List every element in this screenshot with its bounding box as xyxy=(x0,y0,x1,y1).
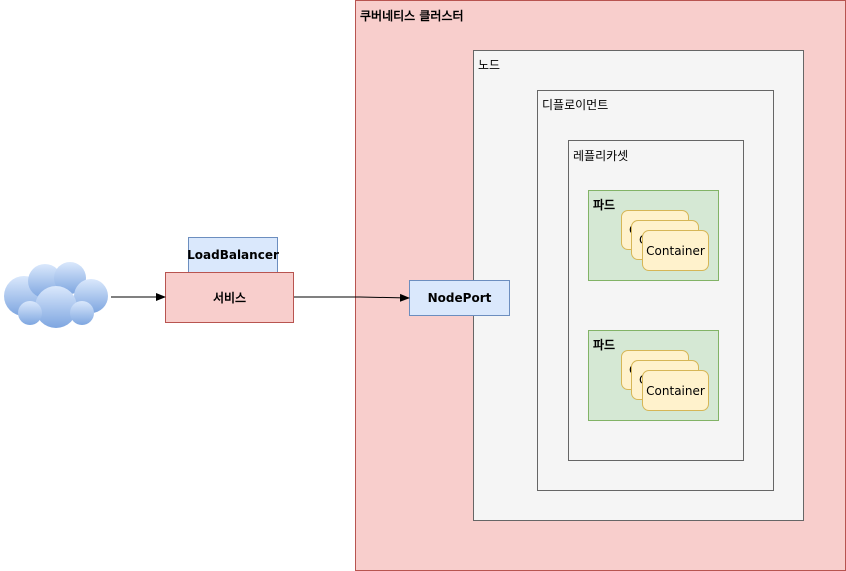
container-box: Container xyxy=(642,370,709,411)
node-label: 노드 xyxy=(478,58,501,72)
container-label: Container xyxy=(646,383,705,398)
load-balancer-label: LoadBalancer xyxy=(187,248,279,262)
deployment-label: 디플로이먼트 xyxy=(542,98,609,112)
replicaset-label: 레플리카셋 xyxy=(573,149,629,163)
service-to-nodeport-arrow xyxy=(294,293,410,302)
cluster-label: 쿠버네티스 클러스터 xyxy=(360,9,464,23)
service-label: 서비스 xyxy=(212,291,247,305)
node-port-label: NodePort xyxy=(427,291,492,305)
pod-label: 파드 xyxy=(593,198,616,212)
cloud-icon xyxy=(4,262,108,328)
container-box: Container xyxy=(642,230,709,271)
node-port-box: NodePort xyxy=(409,280,510,316)
pod-label: 파드 xyxy=(593,338,616,352)
container-label: Container xyxy=(646,243,705,258)
load-balancer-box: LoadBalancer xyxy=(187,237,279,273)
